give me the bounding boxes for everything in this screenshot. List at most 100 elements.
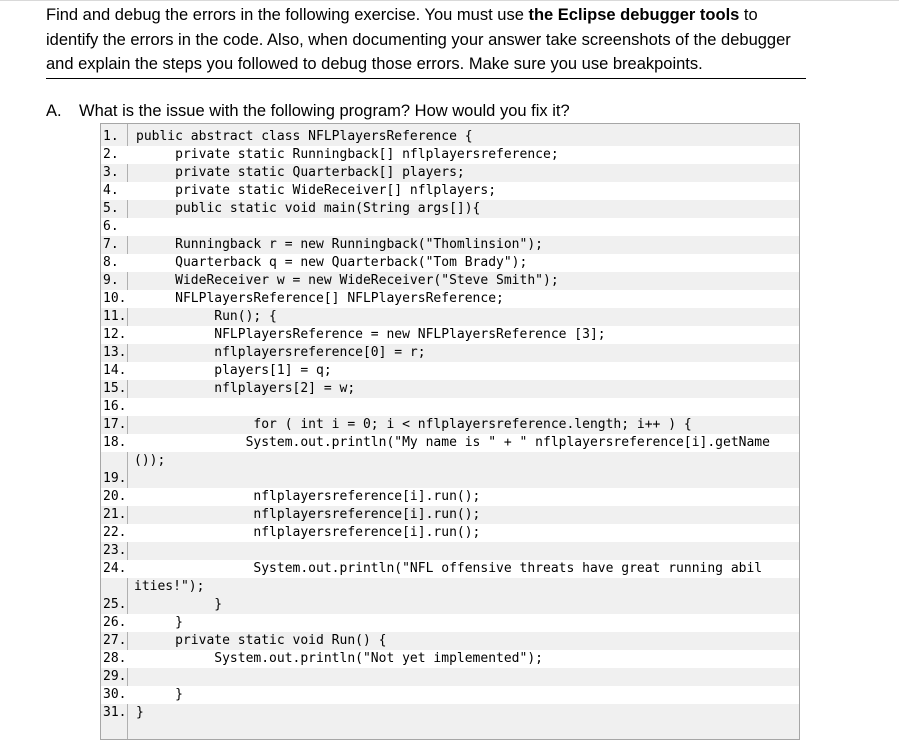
code-line: 27. private static void Run() { xyxy=(101,632,799,650)
line-number: 19. xyxy=(103,471,127,486)
code-line: 21. nflplayersreference[i].run(); xyxy=(101,506,799,524)
code-line: 10. NFLPlayersReference[] NFLPlayersRefe… xyxy=(101,290,799,308)
code-continuation: ities!"); xyxy=(134,579,205,594)
code-text: nflplayersreference[i].run(); xyxy=(136,507,481,522)
code-text: nflplayersreference[i].run(); xyxy=(136,489,481,504)
line-number: 6. xyxy=(103,219,119,234)
question-letter: A. xyxy=(46,102,62,120)
question-a: A. What is the issue with the following p… xyxy=(46,99,570,123)
line-number: 11. xyxy=(103,309,127,324)
line-number: 18. xyxy=(103,435,127,450)
line-number: 7. xyxy=(103,237,119,252)
code-text: private static Runningback[] nflplayersr… xyxy=(136,147,559,162)
line-number: 24. xyxy=(103,561,127,576)
line-number: 5. xyxy=(103,201,119,216)
code-text: nflplayersreference[i].run(); xyxy=(136,525,481,540)
code-line: 1. public abstract class NFLPlayersRefere… xyxy=(101,128,799,146)
code-line: 31.} xyxy=(101,704,799,722)
line-number: 22. xyxy=(103,525,127,540)
code-line: 25. } xyxy=(101,596,799,614)
code-line: 7. Runningback r = new Runningback("Thom… xyxy=(101,236,799,254)
code-line: 12. NFLPlayersReference = new NFLPlayers… xyxy=(101,326,799,344)
code-line: 2. private static Runningback[] nflplaye… xyxy=(101,146,799,164)
line-number: 14. xyxy=(103,363,127,378)
line-number: 21. xyxy=(103,507,127,522)
line-number: 4. xyxy=(103,183,119,198)
code-line: 9. WideReceiver w = new WideReceiver("St… xyxy=(101,272,799,290)
line-number: 30. xyxy=(103,687,127,702)
line-number: 13. xyxy=(103,345,127,360)
code-text: Runningback r = new Runningback("Thomlin… xyxy=(136,237,543,252)
code-text: WideReceiver w = new WideReceiver("Steve… xyxy=(136,273,559,288)
line-number: 16. xyxy=(103,399,127,414)
instructions-paragraph: Find and debug the errors in the followi… xyxy=(46,3,806,79)
code-text: NFLPlayersReference[] NFLPlayersReferenc… xyxy=(136,291,504,306)
code-text: nflplayers[2] = w; xyxy=(136,381,356,396)
line-number: 2. xyxy=(103,147,119,162)
line-number: 27. xyxy=(103,633,127,648)
code-continuation: ()); xyxy=(134,453,166,468)
code-line: 16. xyxy=(101,398,799,416)
code-line: 18. System.out.println("My name is " + "… xyxy=(101,434,799,452)
code-line: 19. xyxy=(101,470,799,488)
code-text: NFLPlayersReference = new NFLPlayersRefe… xyxy=(136,327,606,342)
code-line: 5. public static void main(String args[]… xyxy=(101,200,799,218)
line-number: 29. xyxy=(103,669,127,684)
code-line: 15. nflplayers[2] = w; xyxy=(101,380,799,398)
line-number: 26. xyxy=(103,615,127,630)
code-text: private static Quarterback[] players; xyxy=(136,165,465,180)
code-line: 8. Quarterback q = new Quarterback("Tom … xyxy=(101,254,799,272)
code-line: 26. } xyxy=(101,614,799,632)
code-text: public abstract class NFLPlayersReferenc… xyxy=(136,129,473,144)
line-number: 1. xyxy=(103,129,119,144)
code-text: System.out.println("NFL offensive threat… xyxy=(136,561,763,576)
code-text: nflplayersreference[0] = r; xyxy=(136,345,426,360)
code-text: } xyxy=(136,705,144,720)
line-number: 9. xyxy=(103,273,119,288)
code-text: for ( int i = 0; i < nflplayersreference… xyxy=(136,417,692,432)
code-line: 30. } xyxy=(101,686,799,704)
code-text: Run(); { xyxy=(136,309,277,324)
line-number: 17. xyxy=(103,417,127,432)
code-line: 3. private static Quarterback[] players; xyxy=(101,164,799,182)
line-number: 12. xyxy=(103,327,127,342)
line-number: 28. xyxy=(103,651,127,666)
code-text: private static WideReceiver[] nflplayers… xyxy=(136,183,497,198)
line-number-gutter xyxy=(127,124,128,739)
line-number: 25. xyxy=(103,597,127,612)
line-number: 3. xyxy=(103,165,119,180)
code-line: 6. xyxy=(101,218,799,236)
code-line: 22. nflplayersreference[i].run(); xyxy=(101,524,799,542)
code-text: players[1] = q; xyxy=(136,363,332,378)
instructions-part-1: Find and debug the errors in the followi… xyxy=(46,6,529,24)
line-number: 31. xyxy=(103,705,127,720)
code-text: public static void main(String args[]){ xyxy=(136,201,481,216)
line-number: 20. xyxy=(103,489,127,504)
code-text: System.out.println("My name is " + " nfl… xyxy=(136,435,770,450)
line-number: 10. xyxy=(103,291,127,306)
code-line: 17. for ( int i = 0; i < nflplayersrefer… xyxy=(101,416,799,434)
code-listing: 1. public abstract class NFLPlayersRefere… xyxy=(100,123,800,740)
question-text: What is the issue with the following pro… xyxy=(79,102,570,120)
line-number: 23. xyxy=(103,543,127,558)
instructions-bold: the Eclipse debugger tools xyxy=(528,6,740,24)
code-text: private static void Run() { xyxy=(136,633,387,648)
code-line: 13. nflplayersreference[0] = r; xyxy=(101,344,799,362)
code-line: 29. xyxy=(101,668,799,686)
line-number: 8. xyxy=(103,255,119,270)
code-line: 4. private static WideReceiver[] nflplay… xyxy=(101,182,799,200)
instructions-part-2: to identify the errors in the code. Also… xyxy=(46,6,791,73)
code-text: } xyxy=(136,597,223,612)
code-line: 28. System.out.println("Not yet implemen… xyxy=(101,650,799,668)
top-divider xyxy=(0,0,899,1)
code-text: Quarterback q = new Quarterback("Tom Bra… xyxy=(136,255,528,270)
code-line: 14. players[1] = q; xyxy=(101,362,799,380)
code-line: 20. nflplayersreference[i].run(); xyxy=(101,488,799,506)
code-line: 24. System.out.println("NFL offensive th… xyxy=(101,560,799,578)
code-text: } xyxy=(136,615,183,630)
line-number: 15. xyxy=(103,381,127,396)
code-text: System.out.println("Not yet implemented"… xyxy=(136,651,543,666)
code-text: } xyxy=(136,687,183,702)
code-line: 11. Run(); { xyxy=(101,308,799,326)
code-line: 23. xyxy=(101,542,799,560)
